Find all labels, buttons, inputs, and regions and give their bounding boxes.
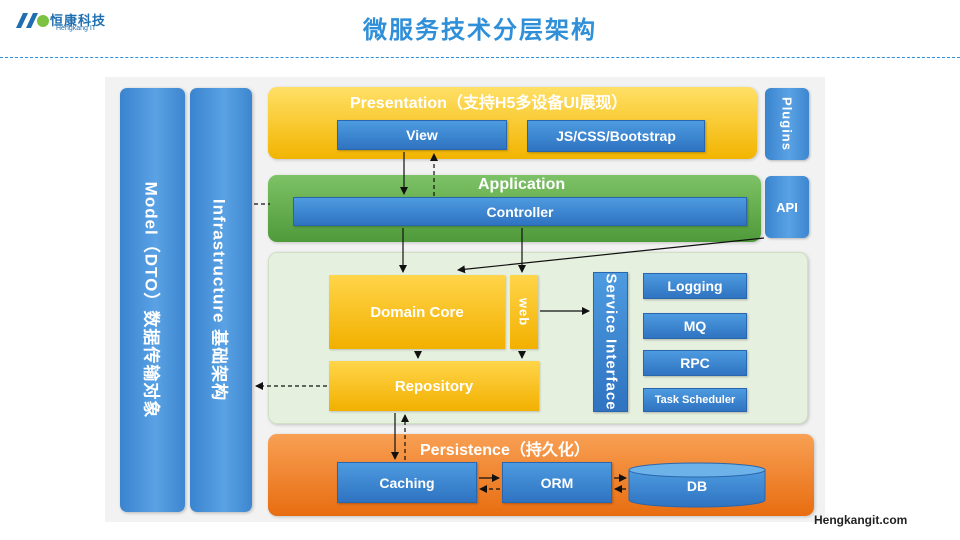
persistence-layer-title: Persistence（持久化）	[420, 442, 590, 459]
web-box: web	[510, 275, 538, 349]
application-layer-title: Application	[478, 176, 566, 193]
db-label: DB	[686, 478, 708, 494]
logo-name-en: Hengkang IT	[56, 25, 97, 32]
service-interface-box: Service Interface	[593, 272, 628, 412]
logo-icon	[16, 13, 49, 28]
controller-box: Controller	[293, 197, 747, 226]
repository-box: Repository	[329, 361, 539, 411]
presentation-layer-title: Presentation（支持H5多设备UI展现）	[350, 95, 628, 112]
rpc-box: RPC	[643, 350, 747, 376]
js-css-bootstrap-box: JS/CSS/Bootstrap	[527, 120, 705, 152]
logging-box: Logging	[643, 273, 747, 299]
title-divider	[0, 57, 960, 58]
orm-box: ORM	[502, 462, 612, 503]
model-column: Model（DTO）数据传输对象	[120, 88, 185, 512]
infrastructure-column: Infrastructure 基础架构	[190, 88, 252, 512]
view-box: View	[337, 120, 507, 150]
watermark: Hengkangit.com	[814, 513, 908, 527]
plugins-box: Plugins	[765, 88, 809, 160]
logo-name-cn: 恒康科技	[50, 13, 107, 28]
page-title: 微服务技术分层架构	[363, 17, 597, 44]
domain-core-box: Domain Core	[329, 275, 505, 349]
caching-box: Caching	[337, 462, 477, 503]
mq-box: MQ	[643, 313, 747, 339]
task-scheduler-box: Task Scheduler	[643, 388, 747, 412]
db-cylinder-icon	[628, 462, 766, 508]
api-box: API	[765, 176, 809, 238]
